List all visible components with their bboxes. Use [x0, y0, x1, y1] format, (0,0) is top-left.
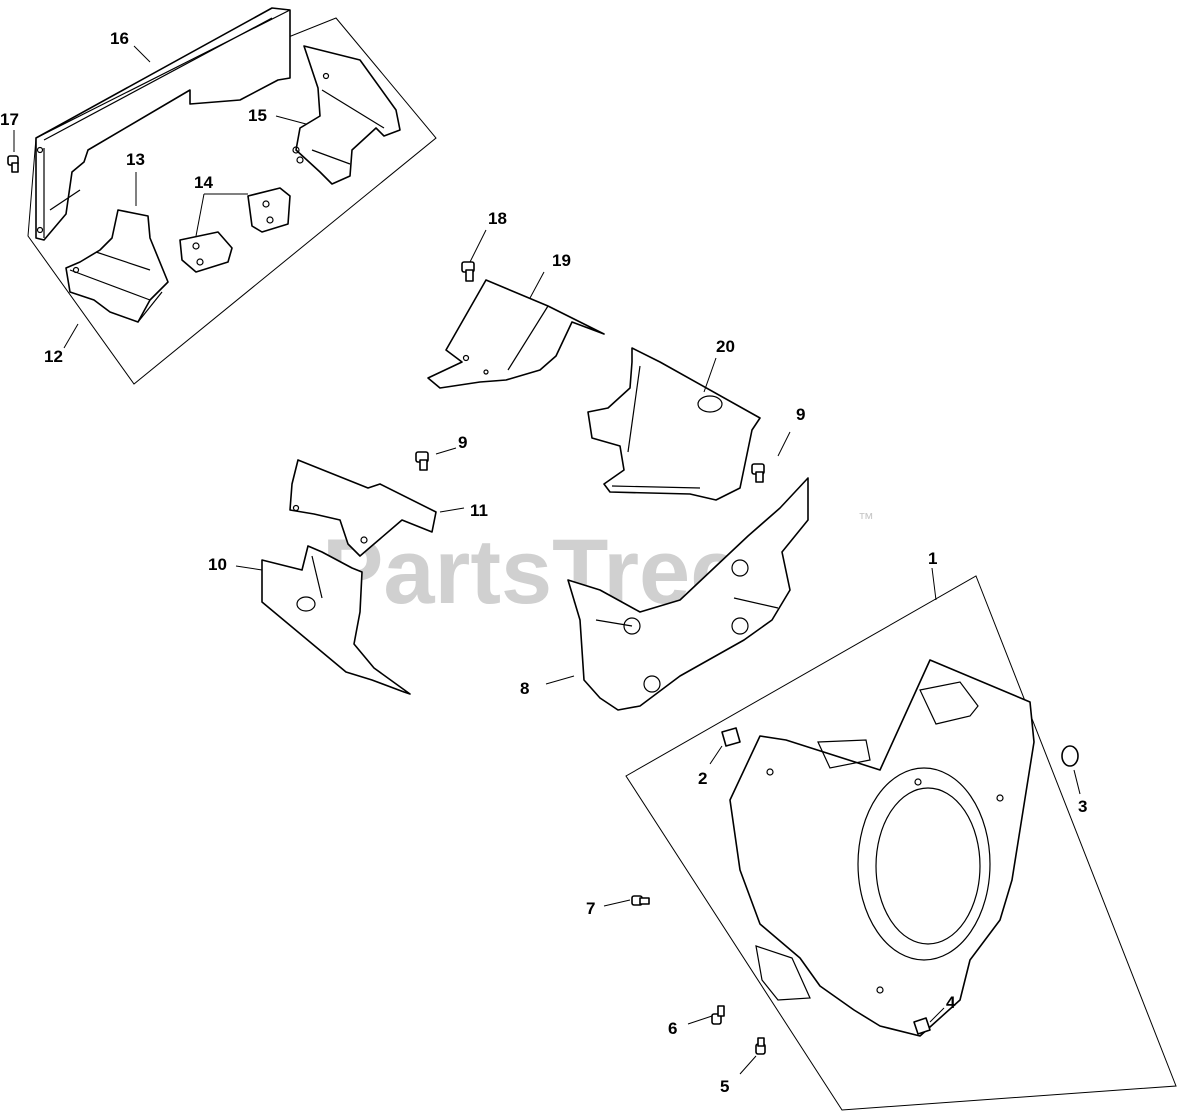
- callout-1: 1: [928, 549, 937, 568]
- callout-6: 6: [668, 1019, 677, 1038]
- callout-11: 11: [470, 501, 488, 520]
- kit-frame-blower-housing: [625, 575, 1177, 1111]
- part-7-screw: [631, 895, 650, 906]
- part-4-clip: [913, 1017, 931, 1035]
- callout-5: 5: [720, 1077, 729, 1096]
- callout-17: 17: [0, 110, 19, 129]
- part-20-shroud: [587, 347, 761, 501]
- callout-2: 2: [698, 769, 707, 788]
- callout-16: 16: [110, 29, 129, 48]
- part-8-baffle: [567, 477, 809, 711]
- callout-12: 12: [44, 347, 63, 366]
- callout-9-center: 9: [458, 433, 467, 452]
- callout-8: 8: [520, 679, 529, 698]
- part-9-screw-center: [415, 451, 429, 471]
- part-18-screw: [461, 261, 475, 282]
- part-15-bracket: [292, 45, 401, 185]
- callout-20: 20: [716, 337, 735, 356]
- callout-9-upper: 9: [796, 405, 805, 424]
- callout-18: 18: [488, 209, 507, 228]
- callout-19: 19: [552, 251, 571, 270]
- callout-14: 14: [194, 173, 213, 192]
- part-2-clip: [721, 727, 741, 747]
- callout-7: 7: [586, 899, 595, 918]
- part-14-plates: [179, 187, 291, 273]
- callout-15: 15: [248, 106, 267, 125]
- callout-3: 3: [1078, 797, 1087, 816]
- part-19-shield: [427, 279, 605, 389]
- part-11-bracket: [289, 459, 437, 557]
- callout-4: 4: [946, 993, 956, 1012]
- watermark-trademark: ™: [858, 511, 874, 528]
- leader-lines: [13, 45, 1081, 1075]
- part-3-plug: [1061, 745, 1079, 767]
- part-16-baffle: [35, 7, 291, 241]
- callout-labels: 16 17 15 13 14 12 18 19 20 9 9 11 10 8 1…: [0, 29, 1087, 1096]
- part-1-blower-housing: [729, 659, 1035, 1037]
- part-9-screw-upper-right: [751, 463, 765, 483]
- part-5-screw: [755, 1037, 766, 1055]
- callout-10: 10: [208, 555, 227, 574]
- part-6-screw: [711, 1005, 725, 1025]
- callout-13: 13: [126, 150, 145, 169]
- part-13-bracket: [65, 209, 169, 323]
- part-17-screw: [7, 155, 19, 173]
- part-10-shield: [261, 545, 411, 695]
